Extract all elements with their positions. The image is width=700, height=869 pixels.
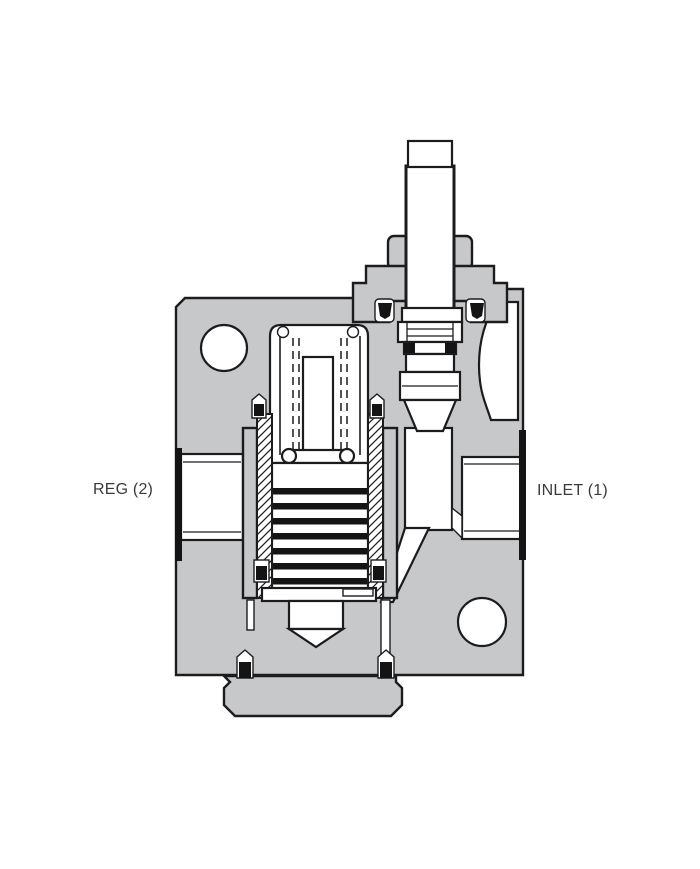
spring-cartridge (236, 323, 399, 679)
seat-ball (338, 447, 356, 465)
vertical-flow-channel (403, 426, 454, 532)
drain-slot-left (246, 599, 255, 631)
o-ring-seal (239, 662, 251, 678)
spring-seat-plate (291, 448, 349, 465)
reg-port-bore (179, 452, 245, 542)
o-ring-seal (373, 566, 384, 580)
stem-cap (406, 139, 454, 169)
o-ring-seal (256, 566, 267, 580)
end-plug (287, 599, 345, 631)
inlet-port-label: INLET (1) (537, 482, 608, 499)
o-ring-seal (372, 404, 382, 416)
o-ring-seal (470, 303, 484, 319)
spring-coil (273, 503, 367, 510)
bolt-hole-bottom-right (456, 596, 508, 648)
spring-coil (273, 518, 367, 525)
poppet-upper (404, 352, 456, 374)
port-connection-passage (451, 506, 463, 540)
spring-coil (273, 548, 367, 555)
spring-bore (270, 461, 370, 595)
o-ring-seal (380, 662, 392, 678)
spring-coil (273, 533, 367, 540)
bottom-mounting-tab (221, 674, 404, 718)
reg-port-label: REG (2) (93, 481, 154, 498)
o-ring-seal (254, 404, 264, 416)
drain-slot (380, 599, 391, 656)
end-plug-point (285, 627, 347, 649)
o-ring-seal (378, 303, 392, 319)
inlet-port-face-seal (519, 430, 526, 560)
spring-coil (273, 563, 367, 570)
inlet-port (460, 430, 526, 560)
seal-square (404, 343, 415, 353)
seal-square (445, 343, 456, 353)
retainer-pin (346, 325, 360, 339)
piston (301, 355, 335, 456)
spring-coil (273, 488, 367, 495)
retainer-strip (342, 588, 374, 597)
inlet-port-bore (460, 455, 523, 541)
reg-port-face-seal (175, 448, 182, 561)
poppet-taper (402, 398, 458, 433)
retainer-pin (276, 325, 290, 339)
adjustment-stem-assembly (351, 139, 509, 433)
spring-coil (273, 578, 367, 585)
seat-ball (280, 447, 298, 465)
bolt-hole-top-left (199, 323, 249, 373)
adjuster-bar (400, 306, 464, 324)
adjustment-stem (404, 164, 456, 312)
